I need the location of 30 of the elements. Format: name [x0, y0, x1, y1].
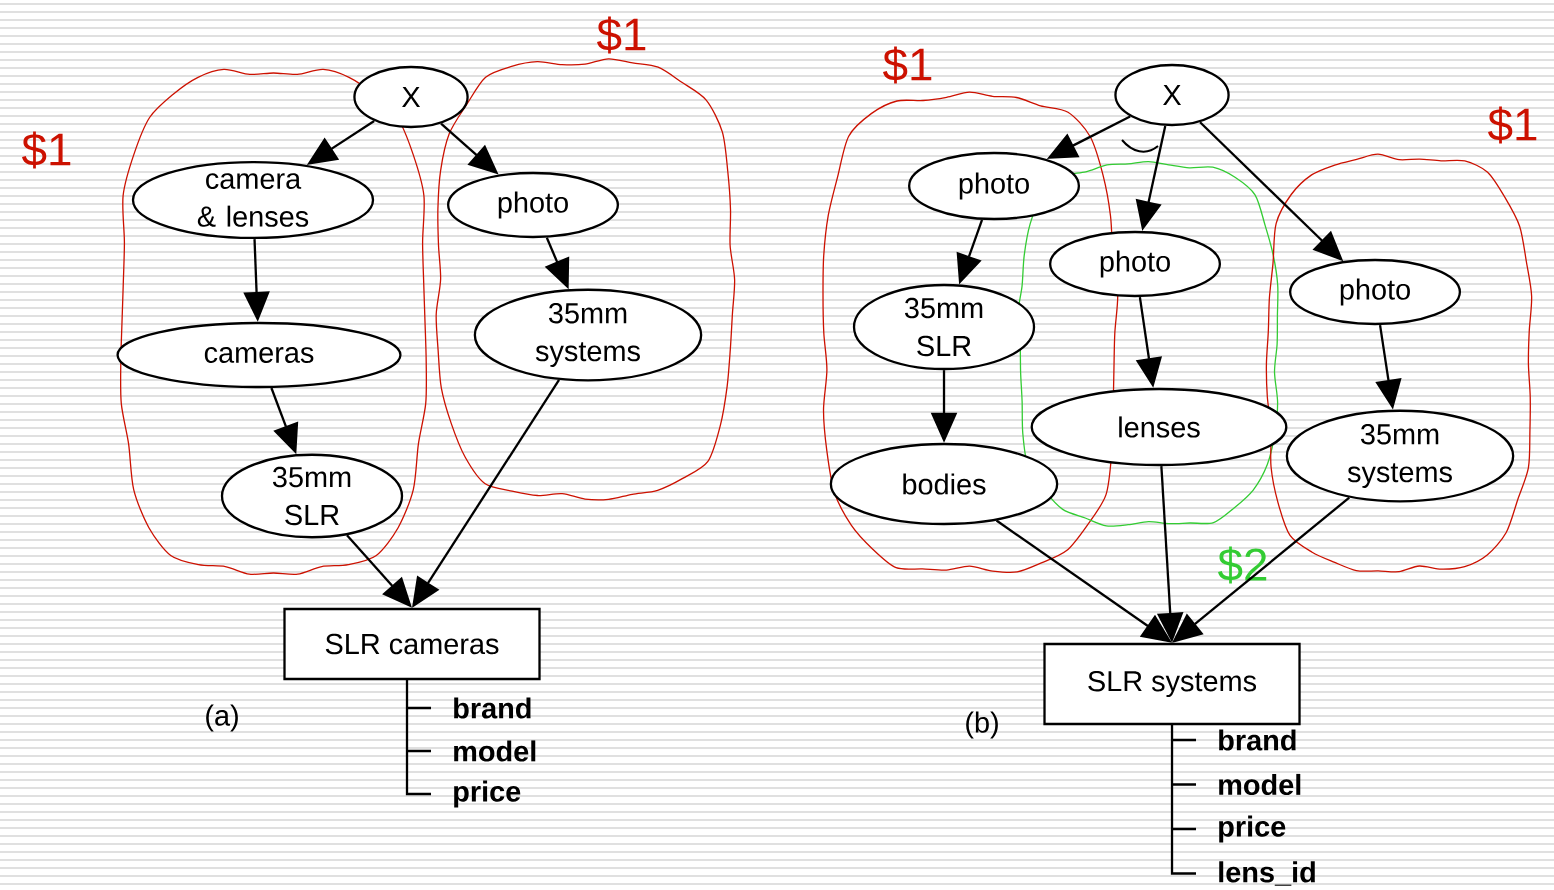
ellipse-node: cameras — [116, 321, 402, 389]
cost-label: $1 — [597, 16, 646, 54]
ellipse-node: bodies — [829, 442, 1059, 526]
ellipse-node: photo — [447, 171, 619, 239]
table-box: SLR cameras — [283, 607, 541, 681]
ellipse-node: photo — [1049, 230, 1221, 298]
attribute-name: price — [454, 780, 521, 808]
ellipse-node: X — [353, 65, 469, 129]
table-box: SLR systems — [1043, 642, 1301, 726]
attribute-name: price — [1219, 815, 1286, 843]
panel-label: (a) — [206, 704, 238, 732]
ellipse-node: X — [1114, 63, 1230, 127]
ellipse-node: 35mm systems — [1285, 409, 1515, 503]
cost-label: $1 — [1488, 106, 1537, 144]
attribute-name: model — [1219, 773, 1301, 796]
ellipse-node: 35mm SLR — [852, 283, 1036, 371]
attribute-name: model — [454, 740, 536, 762]
attribute-name: brand — [1219, 729, 1296, 751]
cost-label: $2 — [1218, 546, 1267, 584]
ellipse-node: camera & lenses — [131, 160, 375, 240]
ellipse-node: lenses — [1030, 387, 1288, 467]
cost-label: $1 — [22, 131, 71, 169]
ellipse-node: 35mm systems — [473, 288, 703, 382]
ellipse-node: 35mm SLR — [220, 453, 404, 539]
panel-label: (b) — [966, 711, 998, 739]
attribute-name: lens_id — [1219, 861, 1315, 886]
ellipse-node: photo — [908, 151, 1080, 221]
attribute-name: brand — [454, 697, 531, 719]
ellipse-node: photo — [1289, 258, 1461, 326]
cost-label: $1 — [883, 46, 932, 84]
